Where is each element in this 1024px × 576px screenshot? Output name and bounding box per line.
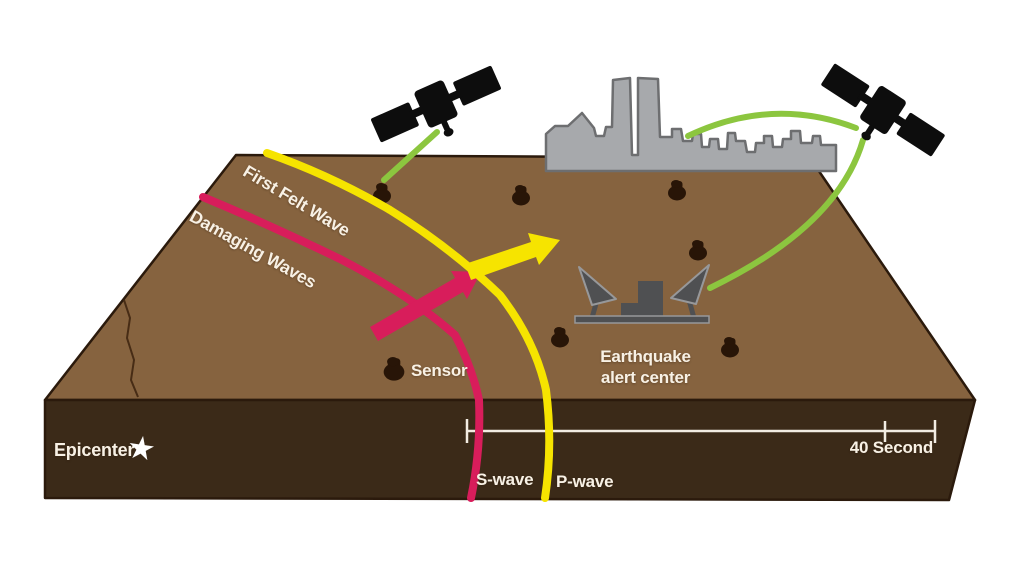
label-p-wave: P-wave: [556, 472, 614, 491]
label-earthquake-alert-center: Earthquake alert center: [563, 346, 728, 388]
signal-links: [381, 110, 866, 291]
p-wave-curve: [263, 149, 554, 502]
alert-center-station: [574, 264, 710, 324]
station-building-tower: [638, 281, 663, 318]
time-scale-bar: [465, 419, 937, 443]
signal-city-to-satellite: [685, 110, 859, 139]
label-40-second: 40 Second: [849, 438, 933, 457]
label-alert-line1: Earthquake: [600, 347, 691, 366]
label-epicenter: Epicenter: [54, 440, 135, 460]
satellite-dish-icon: [670, 264, 710, 305]
city-skyline: [544, 76, 838, 173]
p-wave-arrow: [465, 233, 560, 280]
epicenter-star-icon: ★: [124, 428, 158, 468]
satellite-dish-icon: [578, 266, 617, 306]
satellite-icon: [367, 58, 511, 163]
station-building-low: [621, 303, 638, 318]
label-sensor: Sensor: [411, 361, 468, 380]
station-base: [574, 315, 710, 324]
signal-satellite-to-sensor: [381, 129, 440, 183]
s-wave-arrow: [370, 271, 481, 341]
signal-satellite-to-alert-center: [707, 137, 866, 291]
ground-crack: [123, 299, 139, 398]
label-s-wave: S-wave: [476, 470, 534, 489]
label-alert-line2: alert center: [600, 368, 691, 387]
s-wave-curve: [199, 193, 484, 502]
ground-front-face: [43, 398, 977, 502]
